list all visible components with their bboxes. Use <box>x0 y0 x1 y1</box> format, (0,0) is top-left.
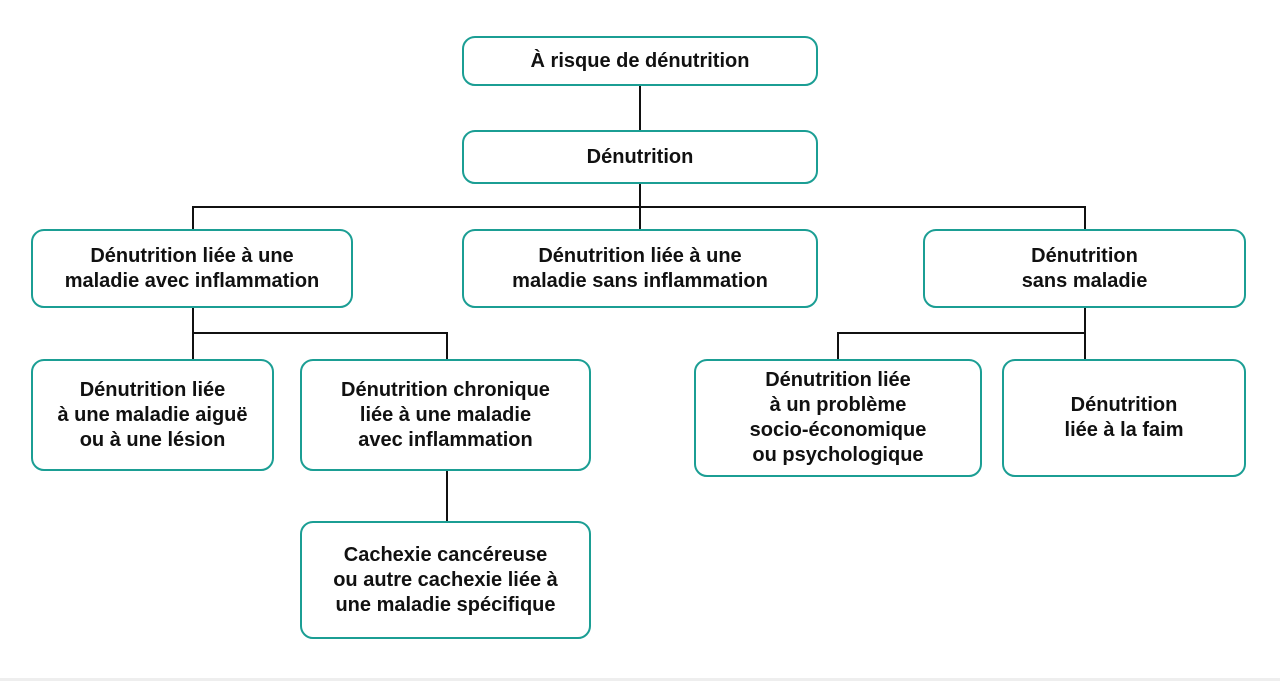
node-label: Dénutrition sans maladie <box>1021 244 1148 292</box>
node-malnutrition: Dénutrition <box>462 130 818 184</box>
node-label: Cachexie cancéreuse ou autre cachexie li… <box>333 543 558 616</box>
node-label: Dénutrition chronique liée à une maladie… <box>341 378 550 451</box>
node-at-risk-of-malnutrition: À risque de dénutrition <box>462 36 818 86</box>
node-label: Dénutrition liée à une maladie sans infl… <box>512 244 768 292</box>
node-hunger-related: Dénutrition liée à la faim <box>1002 359 1246 477</box>
node-label: Dénutrition <box>586 145 694 168</box>
node-label: Dénutrition liée à un problème socio-éco… <box>749 369 927 466</box>
node-without-disease: Dénutrition sans maladie <box>923 229 1246 308</box>
node-socioeconomic-or-psychological: Dénutrition liée à un problème socio-éco… <box>694 359 982 477</box>
node-acute-disease-or-injury: Dénutrition liée à une maladie aiguë ou … <box>31 359 274 471</box>
node-label: Dénutrition liée à une maladie avec infl… <box>64 244 320 292</box>
node-disease-with-inflammation: Dénutrition liée à une maladie avec infl… <box>31 229 353 308</box>
node-disease-without-inflammation: Dénutrition liée à une maladie sans infl… <box>462 229 818 308</box>
node-cachexia: Cachexie cancéreuse ou autre cachexie li… <box>300 521 591 639</box>
node-chronic-disease-with-inflammation: Dénutrition chronique liée à une maladie… <box>300 359 591 471</box>
node-label: À risque de dénutrition <box>530 49 750 72</box>
node-label: Dénutrition liée à une maladie aiguë ou … <box>57 378 248 451</box>
node-label: Dénutrition liée à la faim <box>1064 394 1184 441</box>
bottom-divider <box>0 678 1280 681</box>
